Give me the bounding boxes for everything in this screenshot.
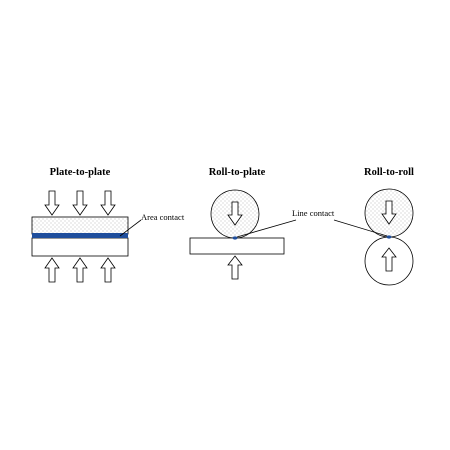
- line-contact-leader-line: [333, 219, 388, 237]
- area-contact-leader-line: [119, 219, 142, 237]
- pressure-arrow-down: [72, 190, 88, 216]
- area-contact-label: Area contact: [141, 212, 185, 222]
- lower-roll-arrow-up: [381, 247, 397, 272]
- pressure-arrow-down: [44, 190, 60, 216]
- roll-to-plate-title: Roll-to-plate: [209, 167, 266, 178]
- plate-pressure-arrow-up: [227, 255, 243, 280]
- pressure-arrow-up: [100, 257, 116, 283]
- plate-to-plate-panel: Area contact: [31, 190, 185, 283]
- roll-to-roll-panel: [364, 188, 414, 286]
- line-contact-point: [232, 236, 238, 240]
- plate-to-plate-title: Plate-to-plate: [50, 167, 111, 178]
- line-contact-leader-line: [236, 219, 297, 238]
- line-contact-label: Line contact: [292, 208, 335, 218]
- roll-to-roll-title: Roll-to-roll: [364, 167, 414, 178]
- bottom-plate: [31, 237, 129, 257]
- roll-to-plate-panel: [189, 189, 285, 280]
- roll-pressure-arrow-down: [227, 201, 243, 226]
- line-contact-point: [386, 235, 392, 239]
- top-plate: [31, 216, 129, 235]
- pressure-arrow-up: [44, 257, 60, 283]
- printing-plate: [189, 237, 285, 255]
- upper-roll-arrow-down: [381, 200, 397, 225]
- area-contact-layer: [32, 233, 128, 238]
- pressure-arrow-up: [72, 257, 88, 283]
- pressure-arrow-down: [100, 190, 116, 216]
